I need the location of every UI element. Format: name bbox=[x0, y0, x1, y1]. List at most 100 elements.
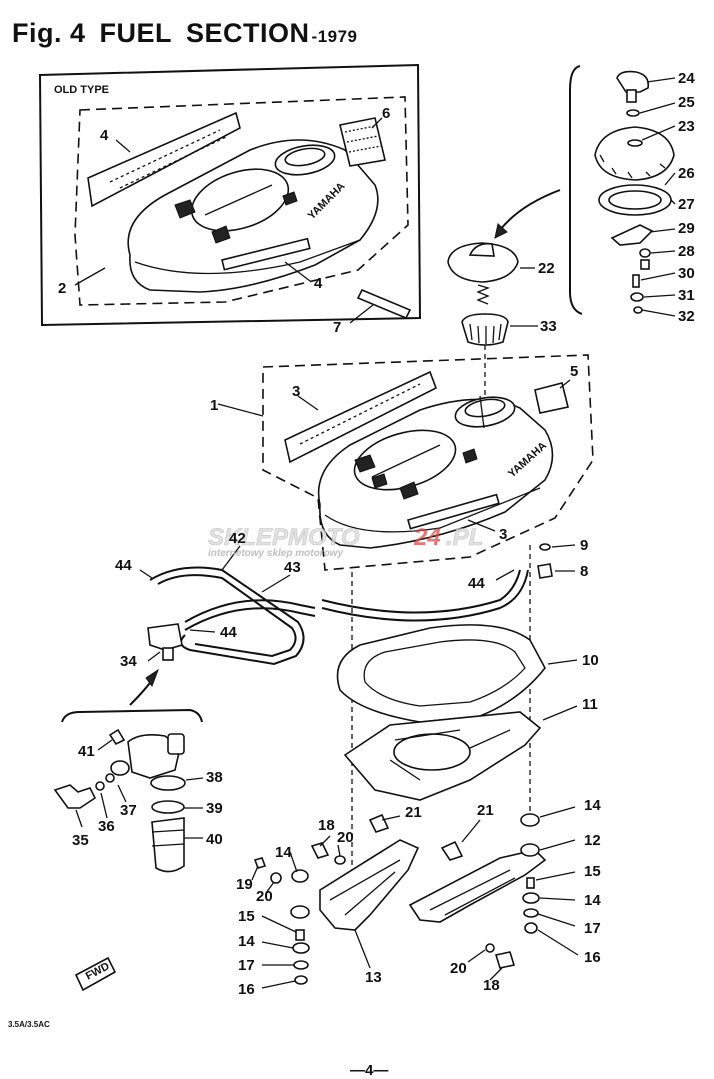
part-8-grommet bbox=[537, 563, 553, 579]
connector-detail-bracket bbox=[61, 708, 203, 723]
callout-41: 41 bbox=[78, 743, 95, 760]
cap-detail-bracket bbox=[569, 65, 583, 315]
callout-12: 12 bbox=[584, 832, 601, 849]
old-type-label: OLD TYPE bbox=[54, 84, 109, 96]
fuel-hose-right bbox=[321, 569, 521, 614]
callout-17: 17 bbox=[584, 920, 601, 937]
callout-18: 18 bbox=[318, 817, 335, 834]
callout-20: 20 bbox=[256, 888, 273, 905]
part-9-washer bbox=[539, 543, 551, 551]
cap-leaders bbox=[639, 77, 676, 317]
cover-label-strip bbox=[407, 493, 500, 530]
part-7-strip bbox=[356, 288, 412, 320]
callout-37: 37 bbox=[120, 802, 137, 819]
left-bracket-assembly bbox=[253, 813, 420, 985]
callout-14: 14 bbox=[275, 844, 292, 861]
callout-21: 21 bbox=[405, 804, 422, 821]
page-number: —4— bbox=[350, 1062, 388, 1079]
callout-18: 18 bbox=[483, 977, 500, 994]
callout-39: 39 bbox=[206, 800, 223, 817]
old-type-box: OLD TYPE YAMAHA bbox=[38, 63, 422, 327]
callout-23: 23 bbox=[678, 118, 695, 135]
callout-33: 33 bbox=[540, 318, 557, 335]
callout-1: 1 bbox=[210, 397, 218, 414]
callout-15: 15 bbox=[584, 863, 601, 880]
callout-11: 11 bbox=[582, 696, 598, 713]
callout-19: 19 bbox=[236, 876, 253, 893]
callout-43: 43 bbox=[284, 559, 301, 576]
callout-4: 4 bbox=[314, 275, 323, 292]
part-6-plate bbox=[339, 117, 386, 167]
callout-40: 40 bbox=[206, 831, 223, 848]
connector-leaders bbox=[75, 739, 204, 839]
connector-detail-parts bbox=[53, 728, 186, 873]
callout-3: 3 bbox=[499, 526, 507, 543]
callout-labels: 4 6 2 4 7 24 25 23 26 27 29 28 30 31 32 … bbox=[58, 70, 695, 998]
callout-31: 31 bbox=[678, 287, 695, 304]
fuel-hose-43 bbox=[184, 599, 316, 623]
callout-7: 7 bbox=[333, 319, 341, 336]
watermark: SKLEPMOTO 24 .PL internetowy sklep motor… bbox=[208, 524, 484, 559]
watermark-suffix: 24 bbox=[413, 524, 441, 551]
watermark-tagline: internetowy sklep motorowy bbox=[208, 548, 343, 559]
bracket-leaders bbox=[251, 806, 579, 989]
callout-16: 16 bbox=[238, 981, 255, 998]
callout-2: 2 bbox=[58, 280, 66, 297]
old-label-strip bbox=[221, 237, 311, 271]
watermark-brand: SKLEPMOTO bbox=[208, 524, 360, 551]
fuel-tank-cover: YAMAHA bbox=[317, 395, 554, 549]
callout-34: 34 bbox=[120, 653, 137, 670]
part-5-plate bbox=[534, 382, 569, 414]
callout-36: 36 bbox=[98, 818, 115, 835]
callout-30: 30 bbox=[678, 265, 695, 282]
callout-6: 6 bbox=[382, 105, 390, 122]
cap-knob bbox=[616, 70, 650, 93]
cap-washer bbox=[626, 109, 640, 117]
right-bracket-assembly bbox=[408, 813, 547, 969]
callout-25: 25 bbox=[678, 94, 695, 111]
callout-29: 29 bbox=[678, 220, 695, 237]
callout-15: 15 bbox=[238, 908, 255, 925]
callout-44: 44 bbox=[468, 575, 485, 592]
callout-27: 27 bbox=[678, 196, 695, 213]
callout-26: 26 bbox=[678, 165, 695, 182]
model-code: 3.5A/3.5AC bbox=[8, 1020, 50, 1029]
model-year: -1979 bbox=[311, 27, 358, 46]
callout-44: 44 bbox=[115, 557, 132, 574]
callout-44: 44 bbox=[220, 624, 237, 641]
callout-17: 17 bbox=[238, 957, 255, 974]
callout-14: 14 bbox=[584, 797, 601, 814]
callout-8: 8 bbox=[580, 563, 588, 580]
part-10-gasket bbox=[336, 624, 546, 723]
callout-24: 24 bbox=[678, 70, 695, 87]
callout-20: 20 bbox=[337, 829, 354, 846]
cap-arrow bbox=[499, 189, 561, 231]
callout-14: 14 bbox=[238, 933, 255, 950]
fuel-connector bbox=[147, 623, 183, 651]
callout-32: 32 bbox=[678, 308, 695, 325]
callout-21: 21 bbox=[477, 802, 494, 819]
callout-42: 42 bbox=[229, 530, 246, 547]
cap-detail-parts bbox=[594, 70, 675, 314]
fwd-marker: FWD bbox=[74, 956, 117, 992]
callout-38: 38 bbox=[206, 769, 223, 786]
connector-arrow bbox=[129, 679, 153, 706]
watermark-domain: .PL bbox=[446, 524, 483, 551]
figure-number: Fig. 4 bbox=[12, 18, 86, 48]
callout-20: 20 bbox=[450, 960, 467, 977]
callout-3: 3 bbox=[292, 383, 300, 400]
callout-13: 13 bbox=[365, 969, 382, 986]
fuel-cap bbox=[447, 242, 519, 283]
callout-9: 9 bbox=[580, 537, 588, 554]
callout-5: 5 bbox=[570, 363, 578, 380]
callout-4: 4 bbox=[100, 127, 109, 144]
cap-lever bbox=[610, 224, 654, 246]
old-decal-strip bbox=[87, 111, 241, 208]
callout-28: 28 bbox=[678, 243, 695, 260]
callout-14: 14 bbox=[584, 892, 601, 909]
cover-assembly-outline bbox=[262, 354, 594, 571]
cap-cover bbox=[594, 126, 675, 181]
callout-22: 22 bbox=[538, 260, 555, 277]
